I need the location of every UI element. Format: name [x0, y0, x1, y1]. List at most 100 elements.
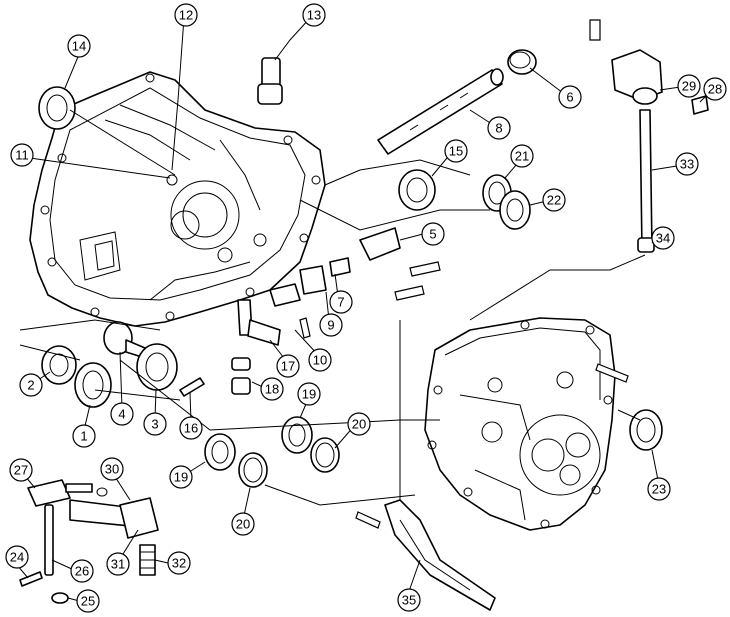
callout-27: 27 — [9, 458, 33, 482]
callout-10: 10 — [308, 348, 332, 372]
svg-text:24: 24 — [10, 550, 24, 565]
svg-text:3: 3 — [151, 417, 158, 432]
shim-20a — [238, 452, 268, 488]
plug — [507, 49, 537, 75]
callout-8: 8 — [487, 116, 511, 140]
transmission-case — [424, 317, 616, 531]
callout-17: 17 — [276, 354, 300, 378]
svg-text:12: 12 — [179, 8, 193, 23]
svg-text:31: 31 — [111, 557, 125, 572]
svg-text:23: 23 — [652, 482, 666, 497]
svg-text:1: 1 — [80, 429, 87, 444]
svg-text:20: 20 — [236, 517, 250, 532]
magnet-18 — [231, 357, 251, 395]
callout-5: 5 — [421, 222, 445, 246]
assembly-lines — [19, 109, 646, 506]
callout-16: 16 — [179, 416, 203, 440]
shift-fork-assembly — [237, 227, 401, 346]
callout-29: 29 — [677, 74, 701, 98]
callout-30: 30 — [100, 457, 124, 481]
svg-text:16: 16 — [184, 421, 198, 436]
callout-19b: 19 — [297, 382, 321, 406]
callout-15: 15 — [444, 139, 468, 163]
callout-23: 23 — [647, 477, 671, 501]
callout-31: 31 — [106, 552, 130, 576]
svg-text:6: 6 — [566, 90, 573, 105]
svg-text:33: 33 — [680, 157, 694, 172]
svg-text:34: 34 — [656, 231, 670, 246]
callout-32: 32 — [167, 551, 191, 575]
svg-text:22: 22 — [547, 193, 561, 208]
callout-12: 12 — [174, 3, 198, 27]
pin-16 — [179, 377, 205, 397]
svg-text:28: 28 — [708, 82, 722, 97]
svg-text:19: 19 — [174, 470, 188, 485]
callout-18: 18 — [260, 377, 284, 401]
svg-text:5: 5 — [429, 227, 436, 242]
callout-35: 35 — [397, 588, 421, 612]
callout-6: 6 — [558, 85, 582, 109]
svg-text:25: 25 — [81, 594, 95, 609]
svg-text:7: 7 — [337, 295, 344, 310]
callout-7: 7 — [329, 290, 353, 314]
callout-34: 34 — [651, 226, 675, 250]
svg-text:10: 10 — [313, 353, 327, 368]
callouts: 1 2 3 4 5 6 7 8 9 10 11 12 13 14 15 16 1… — [5, 3, 727, 613]
callout-1: 1 — [72, 424, 96, 448]
svg-text:15: 15 — [449, 144, 463, 159]
oil-seal-15 — [398, 169, 436, 211]
shaft-4 — [103, 321, 146, 359]
callout-21: 21 — [510, 144, 534, 168]
callout-28: 28 — [703, 77, 727, 101]
callout-3: 3 — [143, 412, 167, 436]
bolts — [299, 19, 629, 529]
sensor — [257, 57, 283, 105]
selector-assembly — [19, 479, 159, 604]
oil-seal-23 — [629, 409, 663, 451]
svg-text:30: 30 — [105, 462, 119, 477]
svg-text:18: 18 — [265, 382, 279, 397]
callout-4: 4 — [110, 402, 134, 426]
svg-text:27: 27 — [14, 463, 28, 478]
svg-text:20: 20 — [352, 417, 366, 432]
bearing-3 — [136, 343, 178, 391]
svg-text:4: 4 — [118, 407, 125, 422]
svg-text:19: 19 — [302, 387, 316, 402]
shim-20b — [310, 437, 340, 473]
svg-text:9: 9 — [327, 318, 334, 333]
callout-25: 25 — [76, 589, 100, 613]
callout-20b: 20 — [347, 412, 371, 436]
callout-14: 14 — [67, 34, 91, 58]
callout-19a: 19 — [169, 465, 193, 489]
svg-text:26: 26 — [75, 564, 89, 579]
svg-text:35: 35 — [402, 593, 416, 608]
svg-text:11: 11 — [15, 148, 29, 163]
clutch-housing — [29, 71, 326, 327]
svg-text:8: 8 — [495, 121, 502, 136]
callout-26: 26 — [70, 559, 94, 583]
svg-text:13: 13 — [307, 8, 321, 23]
svg-text:21: 21 — [515, 149, 529, 164]
svg-text:32: 32 — [172, 556, 186, 571]
bearing-22 — [499, 190, 531, 230]
svg-text:14: 14 — [72, 39, 86, 54]
bearing-19a — [204, 433, 236, 471]
svg-text:29: 29 — [682, 79, 696, 94]
oil-seal-14 — [38, 86, 76, 130]
bearing-19b — [281, 416, 313, 454]
callout-20a: 20 — [231, 512, 255, 536]
callout-13: 13 — [302, 3, 326, 27]
callout-24: 24 — [5, 545, 29, 569]
callout-22: 22 — [542, 188, 566, 212]
shift-lever-assembly — [611, 49, 709, 253]
shift-rod — [377, 68, 504, 155]
svg-text:17: 17 — [281, 359, 295, 374]
callout-11: 11 — [10, 143, 34, 167]
seal-2 — [41, 345, 77, 385]
bearing-1 — [74, 362, 112, 408]
svg-text:2: 2 — [27, 378, 34, 393]
callout-33: 33 — [675, 152, 699, 176]
callout-9: 9 — [319, 313, 343, 337]
callout-2: 2 — [19, 373, 43, 397]
